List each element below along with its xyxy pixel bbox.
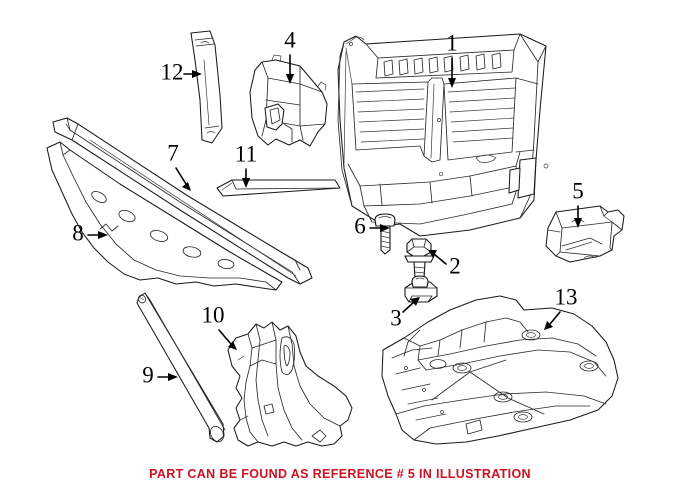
callout-number-9: 9 <box>142 362 154 387</box>
part-13-engine-undertray-shield <box>381 295 619 445</box>
callout-number-2: 2 <box>449 253 461 278</box>
part-5-side-air-duct-box <box>545 205 625 263</box>
part-8-lower-support-panel <box>46 141 283 291</box>
callout-number-5: 5 <box>572 178 584 203</box>
callout-number-6: 6 <box>354 213 366 238</box>
callout-number-4: 4 <box>284 27 296 52</box>
part-9-support-strut-rod <box>136 292 226 443</box>
callout-number-12: 12 <box>161 59 184 84</box>
part-6-pan-head-screw <box>374 213 396 255</box>
callout-number-8: 8 <box>72 220 84 245</box>
part-11-trim-strip <box>216 179 341 197</box>
callout-number-3: 3 <box>390 305 402 330</box>
reference-caption: PART CAN BE FOUND AS REFERENCE # 5 IN IL… <box>149 467 531 481</box>
callout-number-7: 7 <box>167 140 179 165</box>
part-10-side-bracket-panel <box>227 321 353 447</box>
callout-number-13: 13 <box>555 284 578 309</box>
part-2-hex-flange-bolt <box>404 238 435 282</box>
callout-number-1: 1 <box>446 30 458 55</box>
callout-number-10: 10 <box>202 302 225 327</box>
part-7-upper-support-rail <box>52 117 313 285</box>
part-3-spring-clip-nut <box>404 275 438 303</box>
part-4-air-duct-housing <box>249 54 328 147</box>
part-1-air-duct-grille-assembly <box>337 33 549 237</box>
callout-leaders <box>87 54 582 381</box>
callout-number-11: 11 <box>235 141 257 166</box>
part-12-vertical-brace <box>190 30 223 144</box>
